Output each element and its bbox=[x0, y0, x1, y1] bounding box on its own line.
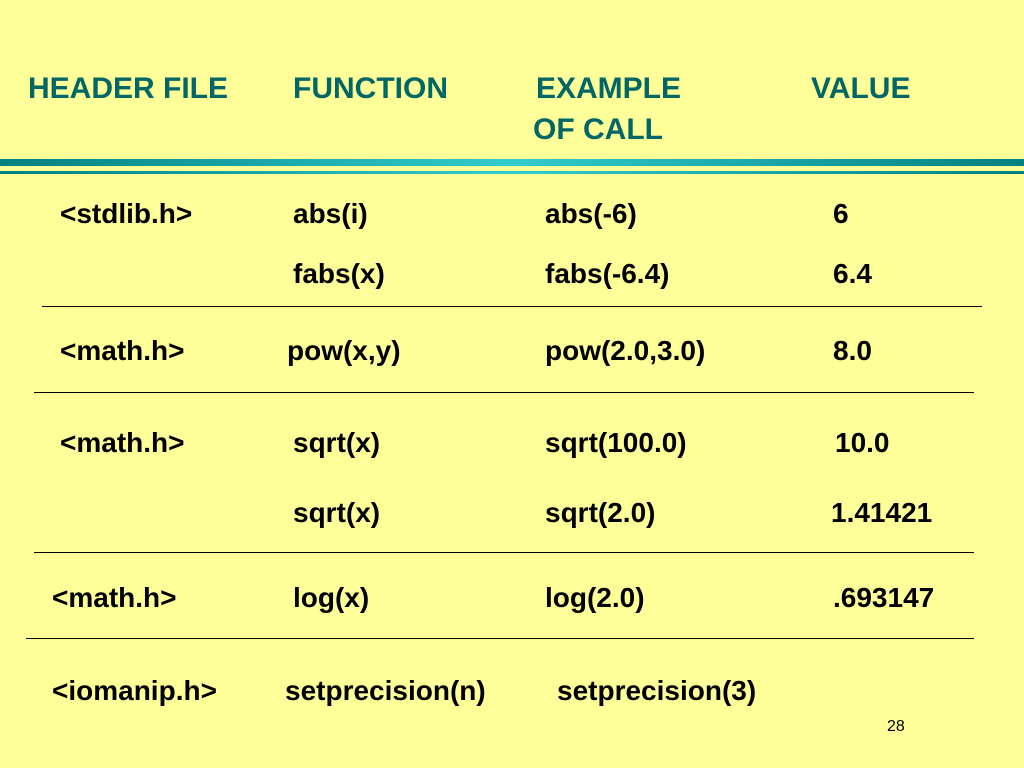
row-function: sqrt(x) bbox=[293, 497, 381, 528]
row-value: 8.0 bbox=[833, 335, 872, 366]
row-example: log(2.0) bbox=[545, 582, 645, 613]
row-divider bbox=[34, 552, 974, 553]
header-divider-band bbox=[0, 159, 1024, 166]
row-header-file: <iomanip.h> bbox=[52, 675, 217, 706]
row-function: fabs(x) bbox=[293, 258, 385, 289]
row-example: setprecision(3) bbox=[557, 675, 757, 706]
row-value: .693147 bbox=[833, 582, 935, 613]
row-function: abs(i) bbox=[293, 198, 368, 229]
function-heading: FUNCTION bbox=[293, 72, 448, 105]
row-example: abs(-6) bbox=[545, 198, 637, 229]
row-header-file: <stdlib.h> bbox=[60, 198, 193, 229]
value-heading: VALUE bbox=[811, 72, 911, 105]
row-value: 10.0 bbox=[835, 427, 890, 458]
page-number: 28 bbox=[887, 718, 905, 735]
row-header-file: <math.h> bbox=[52, 582, 177, 613]
row-divider bbox=[34, 392, 974, 393]
header-divider-thin-line bbox=[0, 171, 1024, 174]
row-value: 6.4 bbox=[833, 258, 872, 289]
row-divider bbox=[42, 306, 982, 307]
row-function: log(x) bbox=[293, 582, 370, 613]
row-header-file: <math.h> bbox=[60, 427, 185, 458]
row-function: setprecision(n) bbox=[285, 675, 486, 706]
row-divider bbox=[26, 638, 974, 639]
example-heading-line2: OF CALL bbox=[533, 113, 663, 146]
row-example: pow(2.0,3.0) bbox=[545, 335, 706, 366]
row-value: 6 bbox=[833, 198, 849, 229]
row-function: sqrt(x) bbox=[293, 427, 381, 458]
row-example: sqrt(100.0) bbox=[545, 427, 687, 458]
row-example: fabs(-6.4) bbox=[545, 258, 670, 289]
row-header-file: <math.h> bbox=[60, 335, 185, 366]
row-function: pow(x,y) bbox=[287, 335, 401, 366]
row-value: 1.41421 bbox=[831, 497, 933, 528]
header-file-heading: HEADER FILE bbox=[28, 72, 229, 105]
example-heading-line1: EXAMPLE bbox=[536, 72, 682, 105]
row-example: sqrt(2.0) bbox=[545, 497, 656, 528]
